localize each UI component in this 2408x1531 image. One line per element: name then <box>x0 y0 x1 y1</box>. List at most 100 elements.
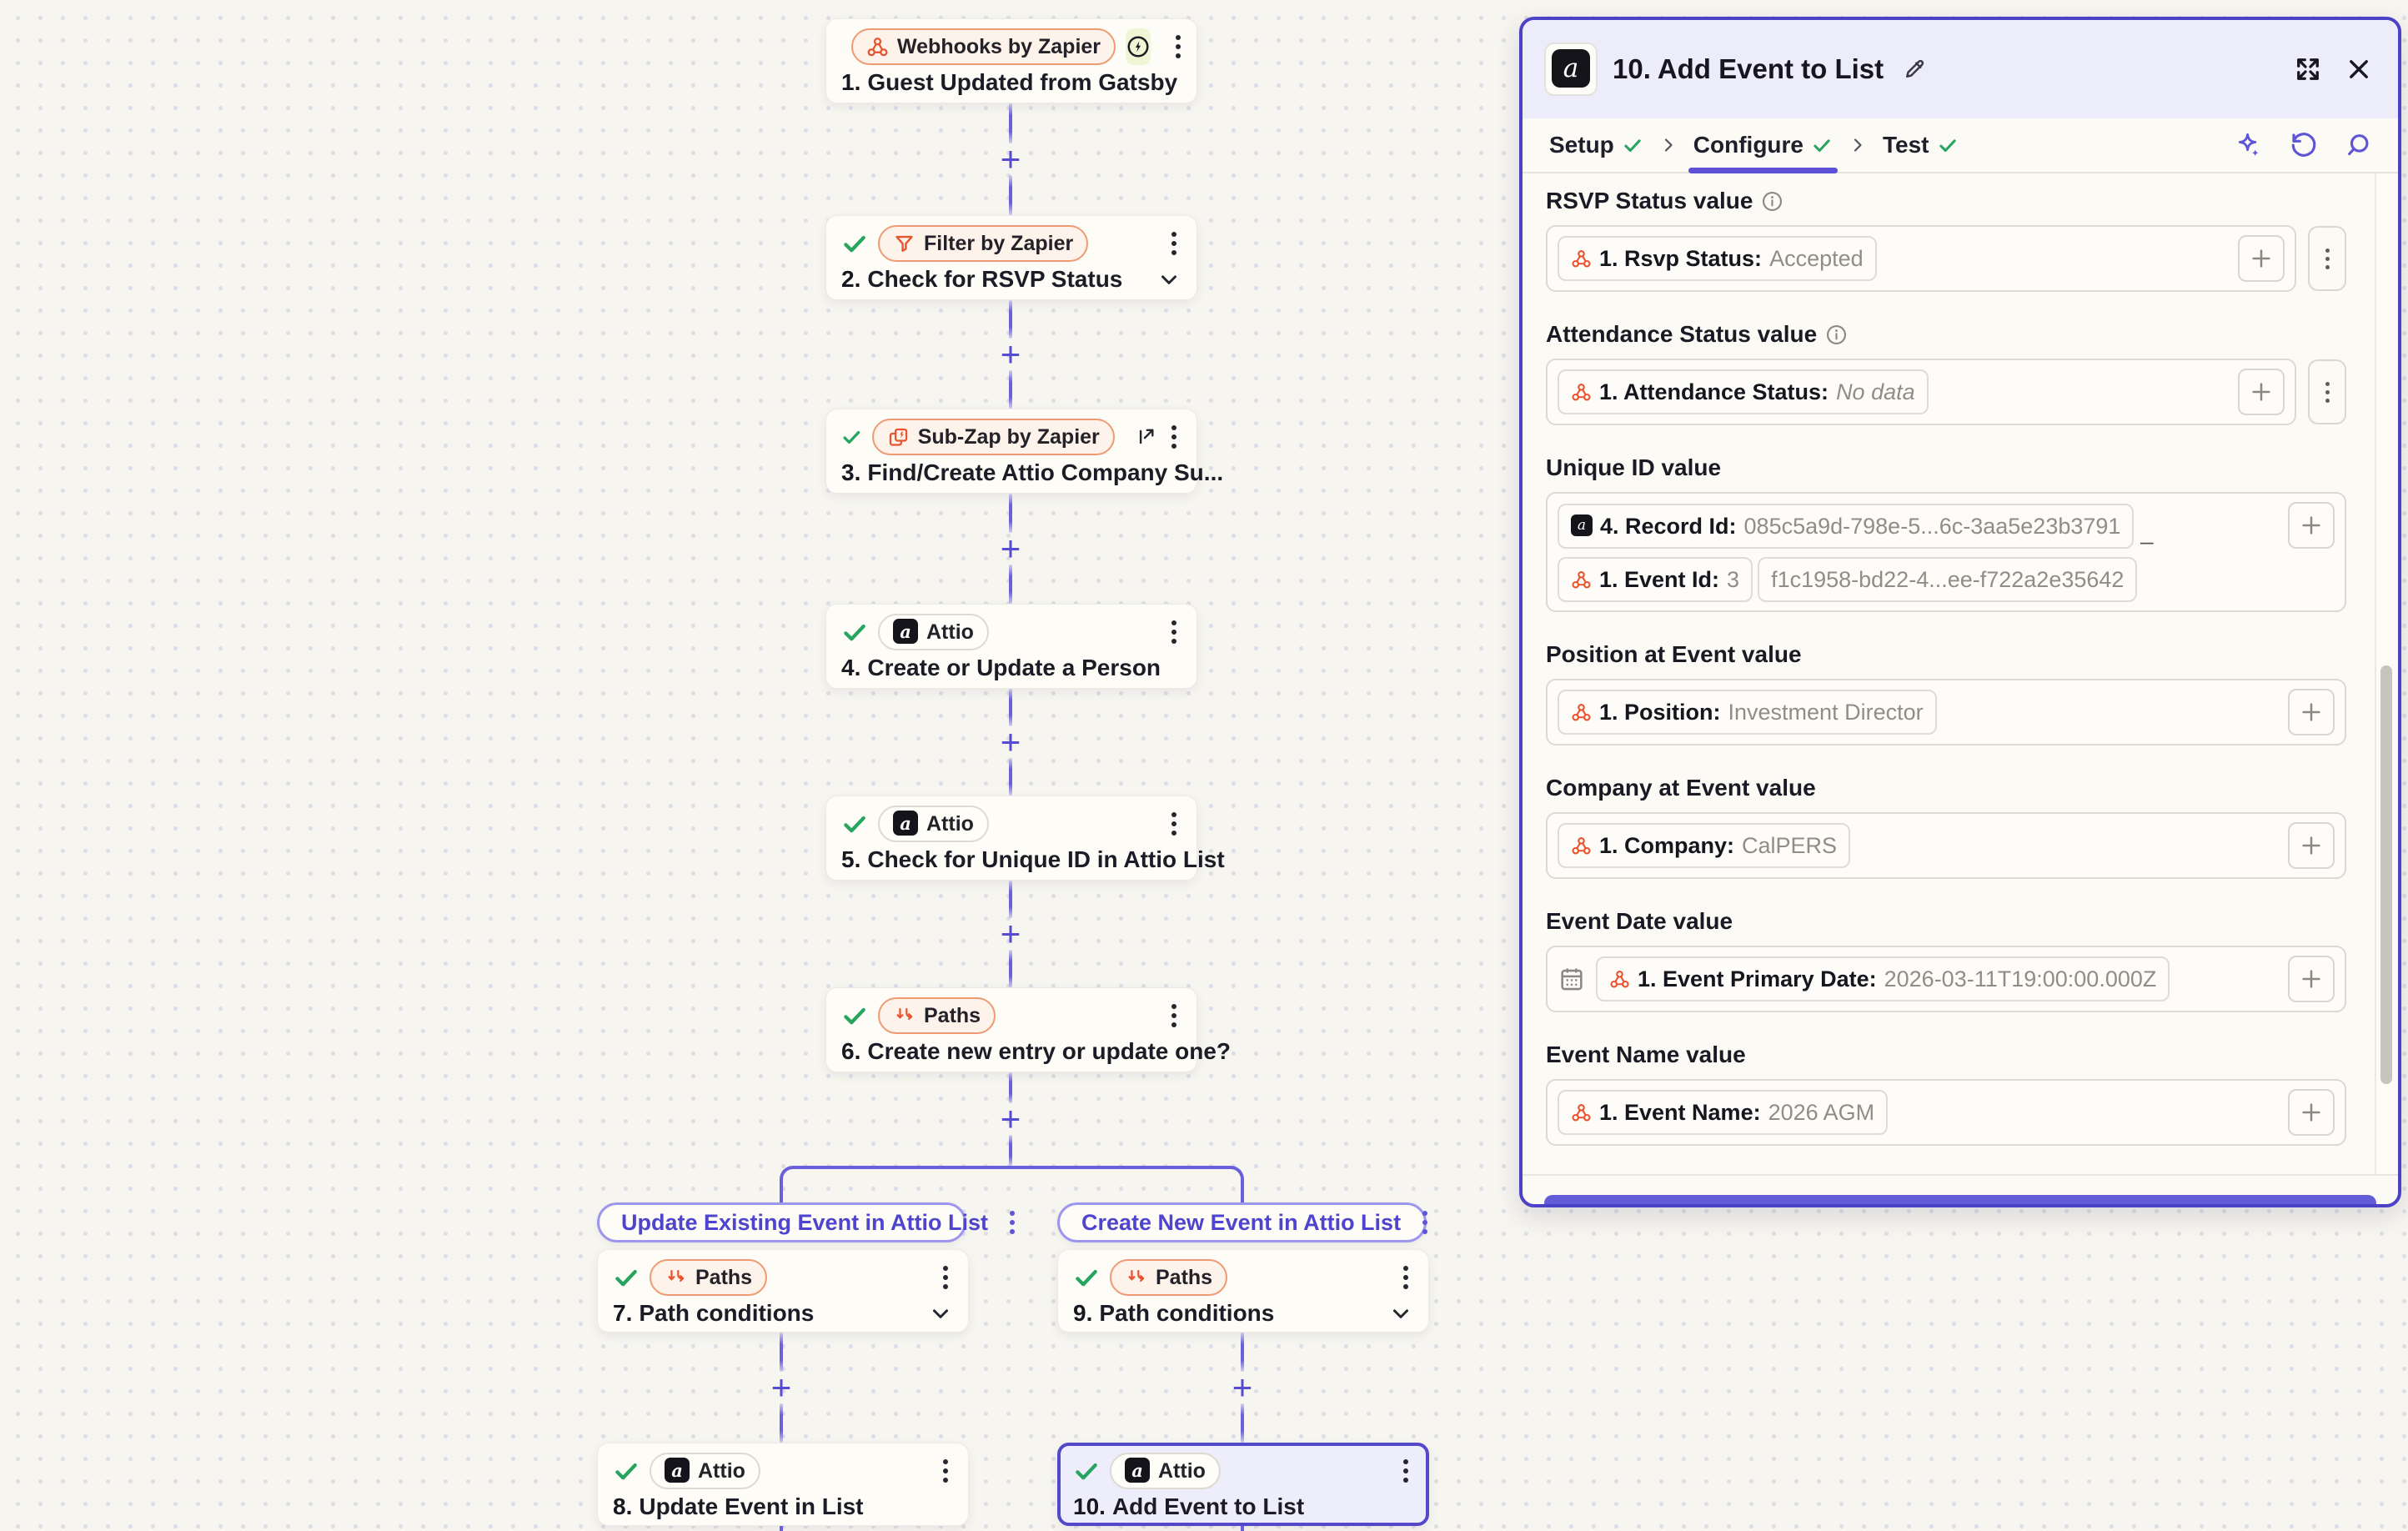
mapped-field-input[interactable]: 1. Event Name: 2026 AGM <box>1546 1079 2346 1146</box>
continue-button[interactable]: Continue <box>1544 1195 2376 1204</box>
tab-configure[interactable]: Configure <box>1688 118 1839 173</box>
mapped-field-input[interactable]: 1. Company: CalPERS <box>1546 812 2346 879</box>
add-step-button[interactable]: + <box>1000 1099 1021 1138</box>
step-success-check-icon <box>1076 1269 1097 1287</box>
step-card-4[interactable]: a Attio 4. Create or Update a Person <box>825 604 1197 689</box>
mapped-field-input[interactable]: a 4. Record Id: 085c5a9d-798e-5...6c-3aa… <box>1546 492 2346 612</box>
insert-data-button[interactable] <box>2238 369 2285 415</box>
field-token-chip[interactable]: 1. Event Id: 3 <box>1558 557 1753 602</box>
insert-data-button[interactable] <box>2288 1089 2335 1136</box>
step-card-8[interactable]: a Attio 8. Update Event in List <box>597 1443 969 1526</box>
field-options-kebab[interactable] <box>2308 226 2346 291</box>
step-number: 3. <box>841 459 861 485</box>
insert-data-button[interactable] <box>2288 822 2335 869</box>
add-step-button[interactable]: + <box>1232 1368 1253 1407</box>
add-step-button[interactable]: + <box>1000 914 1021 953</box>
search-button[interactable] <box>2341 128 2376 163</box>
step-card-6[interactable]: Paths 6. Create new entry or update one? <box>825 987 1231 1072</box>
app-pill: Sub-Zap by Zapier <box>871 419 1115 455</box>
info-icon[interactable] <box>1761 190 1783 213</box>
attio-icon: a <box>893 811 918 836</box>
branch-menu-kebab[interactable] <box>1005 1207 1020 1237</box>
branch-label-create-new[interactable]: Create New Event in Attio List <box>1057 1202 1428 1242</box>
field-token-chip[interactable]: 1. Company: CalPERS <box>1558 823 1851 868</box>
step-menu-kebab[interactable] <box>1166 617 1181 647</box>
mapped-field-input[interactable]: 1. Position: Investment Director <box>1546 679 2346 745</box>
field-token-chip[interactable]: 1. Position: Investment Director <box>1558 690 1937 735</box>
tab-test[interactable]: Test <box>1878 118 1964 172</box>
step-card-5[interactable]: a Attio 5. Check for Unique ID in Attio … <box>825 796 1225 881</box>
paths-icon <box>1128 1269 1145 1282</box>
field-token-chip[interactable]: 1. Event Primary Date: 2026-03-11T19:00:… <box>1596 956 2170 1001</box>
app-pill-label: Paths <box>695 1265 753 1289</box>
step-menu-kebab[interactable] <box>1398 1262 1413 1293</box>
step-menu-kebab[interactable] <box>1171 32 1186 62</box>
step-menu-kebab[interactable] <box>1166 1001 1181 1031</box>
subzap-icon <box>889 428 907 446</box>
step-menu-kebab[interactable] <box>1166 422 1181 452</box>
field-section-event-name: Event Name value 1. Event Name: 2026 AGM <box>1546 1041 2346 1146</box>
add-step-button[interactable]: + <box>1000 722 1021 761</box>
branch-label-update-existing[interactable]: Update Existing Event in Attio List <box>597 1202 1016 1242</box>
mapped-field-input[interactable]: 1. Attendance Status: No data <box>1546 359 2296 425</box>
step-card-1[interactable]: Webhooks by Zapier 1. Guest Updated from… <box>825 18 1197 103</box>
step-menu-kebab[interactable] <box>938 1456 953 1486</box>
field-section-unique-id: Unique ID value a 4. Record Id: 085c5a9d… <box>1546 454 2346 612</box>
panel-scrollbar-thumb[interactable] <box>2380 665 2392 1084</box>
step-card-7[interactable]: Paths 7. Path conditions <box>597 1249 969 1333</box>
refresh-button[interactable] <box>2286 128 2321 163</box>
add-step-button[interactable]: + <box>1000 334 1021 374</box>
mapped-field-input[interactable]: 1. Rsvp Status: Accepted <box>1546 225 2296 292</box>
step-menu-kebab[interactable] <box>938 1262 953 1293</box>
plus-icon <box>2302 1103 2320 1122</box>
token-value: f1c1958-bd22-4...ee-f722a2e35642 <box>1771 566 2125 592</box>
expand-panel-button[interactable] <box>2290 51 2326 88</box>
panel-scrollbar-track <box>2375 173 2398 1174</box>
app-pill: a Attio <box>878 806 989 842</box>
mapped-field-input[interactable]: 1. Event Primary Date: 2026-03-11T19:00:… <box>1546 946 2346 1012</box>
step-menu-kebab[interactable] <box>1398 1456 1413 1486</box>
add-step-button[interactable]: + <box>770 1368 792 1407</box>
step-card-10[interactable]: a Attio 10. Add Event to List <box>1057 1443 1429 1526</box>
step-menu-kebab[interactable] <box>1166 228 1181 259</box>
insert-data-button[interactable] <box>2288 502 2335 549</box>
rename-step-button[interactable] <box>1899 53 1930 85</box>
insert-data-button[interactable] <box>2238 235 2285 282</box>
field-token-chip-continuation[interactable]: f1c1958-bd22-4...ee-f722a2e35642 <box>1758 557 2138 602</box>
close-panel-button[interactable] <box>2341 52 2376 87</box>
field-options-kebab[interactable] <box>2308 359 2346 424</box>
step-number: 6. <box>841 1037 861 1064</box>
step-menu-kebab[interactable] <box>1166 809 1181 839</box>
branch-menu-kebab[interactable] <box>1417 1207 1432 1237</box>
calendar-icon <box>1561 968 1583 991</box>
field-token-chip[interactable]: a 4. Record Id: 085c5a9d-798e-5...6c-3aa… <box>1558 504 2135 549</box>
insert-data-button[interactable] <box>2288 689 2335 735</box>
step-card-9[interactable]: Paths 9. Path conditions <box>1057 1249 1429 1333</box>
step-card-3[interactable]: Sub-Zap by Zapier 3. Find/Create Attio C… <box>825 409 1223 494</box>
ai-assist-button[interactable] <box>2231 128 2266 163</box>
field-token-chip[interactable]: 1. Attendance Status: No data <box>1558 369 1929 414</box>
tab-setup[interactable]: Setup <box>1544 118 1648 172</box>
webhook-icon <box>1572 836 1591 854</box>
webhook-icon <box>1572 383 1591 400</box>
app-pill: a Attio <box>650 1453 760 1489</box>
step-number: 1. <box>841 68 861 95</box>
attio-icon: a <box>893 619 918 644</box>
token-value: CalPERS <box>1742 832 1838 858</box>
info-icon[interactable] <box>1825 324 1848 346</box>
field-label: Event Name value <box>1546 1042 1746 1067</box>
insert-data-button[interactable] <box>2288 956 2335 1002</box>
chevron-down-icon[interactable] <box>928 1301 953 1326</box>
app-pill-label: Attio <box>698 1458 745 1483</box>
bolt-circle-icon <box>1127 36 1149 58</box>
open-subzap-external-icon[interactable] <box>1135 423 1156 451</box>
field-token-chip[interactable]: 1. Event Name: 2026 AGM <box>1558 1090 1889 1135</box>
add-step-button[interactable]: + <box>1000 529 1021 568</box>
step-card-2[interactable]: Filter by Zapier 2. Check for RSVP Statu… <box>825 215 1197 300</box>
field-token-chip[interactable]: 1. Rsvp Status: Accepted <box>1558 236 1877 281</box>
chevron-down-icon[interactable] <box>1156 267 1181 292</box>
add-step-button[interactable]: + <box>1000 139 1021 178</box>
connector-split: + <box>994 1072 1027 1166</box>
chevron-down-icon[interactable] <box>1388 1301 1413 1326</box>
